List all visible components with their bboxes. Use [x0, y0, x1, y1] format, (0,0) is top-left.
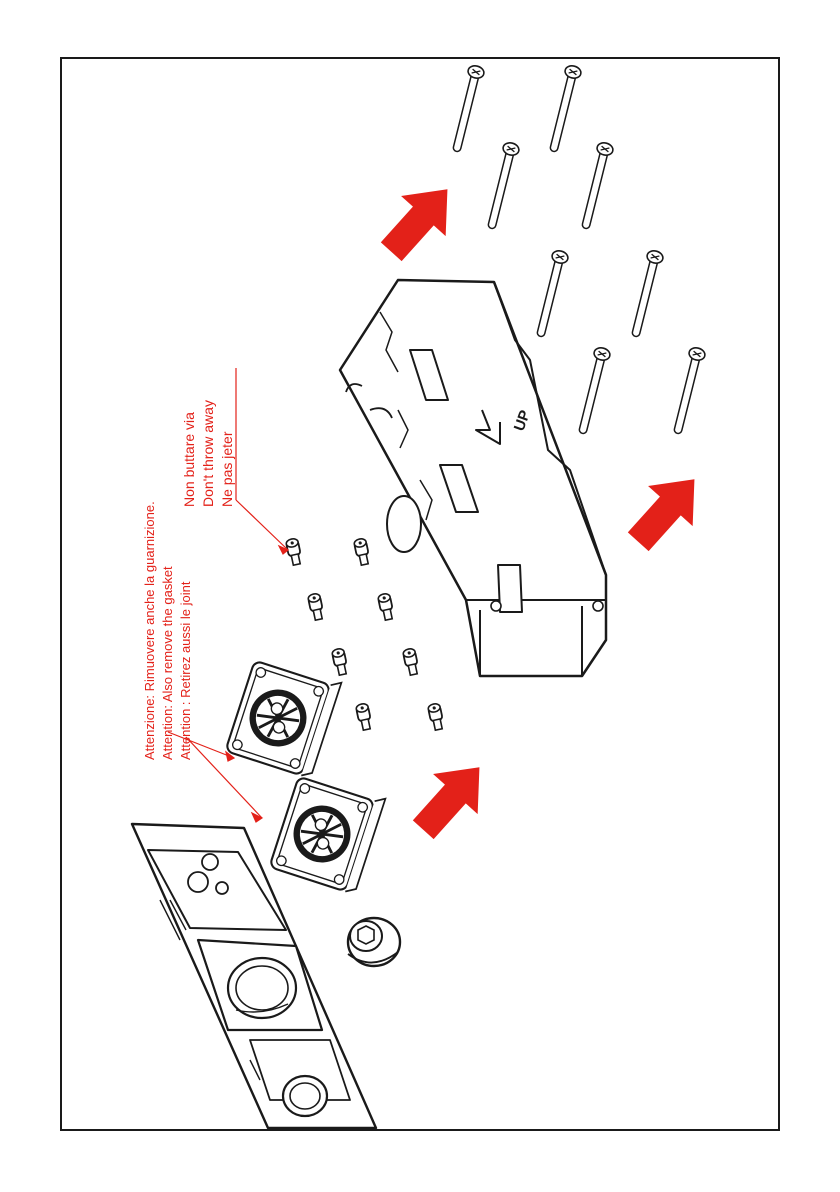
keep-part-fr: Ne pas jeter	[218, 400, 237, 507]
long-screw	[533, 249, 569, 334]
leader-line	[236, 500, 288, 550]
gasket-warning-note: Attenzione: Rimuovere anche la guarnizio…	[141, 501, 195, 760]
gasket-warning-it: Attenzione: Rimuovere anche la guarnizio…	[141, 501, 159, 760]
long-screw	[546, 64, 582, 149]
short-screw	[286, 538, 303, 566]
gasket-plate	[269, 771, 385, 894]
arrow-up-right-icon	[401, 747, 502, 850]
gasket-warning-fr: Attention : Retirez aussi le joint	[177, 501, 195, 760]
short-screw	[332, 648, 349, 676]
drain-plug	[348, 918, 400, 966]
keep-part-note: Non buttare via Don't throw away Ne pas …	[180, 400, 237, 507]
gasket-warning-en: Attention: Also remove the gasket	[159, 501, 177, 760]
short-screw	[378, 593, 395, 621]
short-screw	[354, 538, 371, 566]
leader-arrowhead-icon	[252, 813, 262, 822]
long-screw	[628, 249, 664, 334]
arrow-up-right-icon	[369, 169, 470, 272]
gasket-plate	[225, 655, 341, 778]
short-screw	[356, 703, 373, 731]
short-screw	[403, 648, 420, 676]
long-screw	[578, 141, 614, 226]
short-screw	[308, 593, 325, 621]
keep-part-en: Don't throw away	[199, 400, 218, 507]
long-screw	[449, 64, 485, 149]
long-screw	[484, 141, 520, 226]
pump-cover: UP	[340, 280, 606, 676]
long-screw	[575, 346, 611, 431]
keep-part-it: Non buttare via	[180, 400, 199, 507]
short-screw	[428, 703, 445, 731]
long-screw	[670, 346, 706, 431]
arrow-up-right-icon	[616, 459, 717, 562]
